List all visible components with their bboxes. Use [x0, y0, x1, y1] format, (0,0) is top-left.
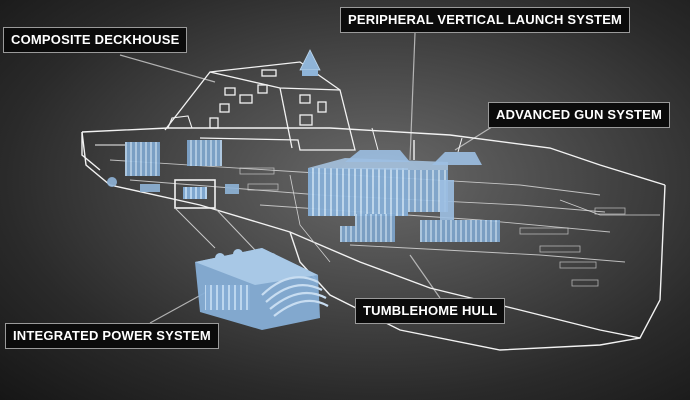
- deckhouse-edge: [209, 71, 341, 91]
- label-composite-deckhouse: COMPOSITE DECKHOUSE: [3, 27, 188, 53]
- deckhouse-window-9: [261, 69, 277, 77]
- vls-forward-top: [308, 158, 448, 170]
- deckhouse-window-1: [224, 87, 236, 96]
- vls-cells: [125, 140, 448, 216]
- deckhouse-shape: [164, 61, 356, 151]
- slab-5: [559, 261, 597, 269]
- aft-superstructure: [95, 115, 193, 146]
- ips-bolt-4: [267, 253, 277, 263]
- slab-7: [594, 207, 626, 215]
- engine-block-2: [420, 220, 500, 242]
- hull-profile: [81, 131, 666, 339]
- integrated-power-module: [195, 248, 329, 330]
- label-tumblehome-hull: TUMBLEHOME HULL: [355, 298, 506, 324]
- vls-aft-port: [125, 142, 160, 176]
- advanced-gun-system: [345, 127, 482, 220]
- leader-lines: [119, 32, 496, 324]
- ips-zoom-line-1: [214, 207, 256, 251]
- engine-block-1: [340, 226, 395, 242]
- hull-machinery: [340, 214, 500, 242]
- label-peripheral-vls: PERIPHERAL VERTICAL LAUNCH SYSTEM: [340, 7, 631, 33]
- deckhouse-window-5: [299, 94, 311, 104]
- hull-bottom: [289, 231, 641, 351]
- deckhouse-window-8: [209, 117, 219, 129]
- ips-zoom-line-2: [174, 207, 216, 249]
- deckhouse-window-7: [299, 114, 313, 126]
- ips-exhaust-fan: [261, 276, 329, 317]
- leader-ags: [454, 124, 496, 151]
- shaft-unit: [140, 184, 160, 192]
- deck-slabs: [239, 167, 626, 287]
- leader-hull: [409, 254, 441, 299]
- deckhouse-window-3: [219, 103, 230, 113]
- motor-unit: [225, 184, 239, 194]
- ips-highlight-box: [174, 179, 216, 209]
- deckhouse: [164, 61, 356, 151]
- ips-side-vents: [205, 285, 250, 310]
- slab-4: [539, 245, 581, 253]
- ags-magazine: [440, 180, 454, 220]
- ags-turret-fwd: [432, 152, 482, 165]
- label-integrated-power-system: INTEGRATED POWER SYSTEM: [5, 323, 219, 349]
- slab-6: [571, 279, 599, 287]
- deckhouse-facet: [279, 87, 293, 149]
- label-advanced-gun-system: ADVANCED GUN SYSTEM: [488, 102, 671, 128]
- vls-forward-bank: [308, 168, 408, 216]
- mast-base: [302, 70, 318, 76]
- mast-cone: [299, 49, 321, 71]
- slab-2: [247, 183, 279, 191]
- deckhouse-window-6: [317, 101, 327, 113]
- ags-turret-aft: [345, 150, 410, 162]
- ips-bolt-1: [215, 253, 225, 263]
- deckhouse-window-2: [239, 94, 253, 104]
- leader-pvls: [409, 32, 416, 161]
- ags-barrel-aft: [371, 127, 379, 151]
- slab-3: [519, 227, 569, 235]
- hangar-outline: [167, 115, 193, 129]
- propeller: [107, 177, 117, 187]
- vls-aft-starboard: [187, 140, 222, 166]
- slab-1: [239, 167, 275, 175]
- ips-bolt-3: [250, 257, 260, 267]
- bow-line: [559, 199, 660, 216]
- engine-block-3: [355, 214, 395, 226]
- ips-small-module: [183, 187, 207, 199]
- leader-deckhouse: [119, 54, 216, 83]
- aft-machinery: [107, 177, 239, 194]
- ags-barrel-fwd: [457, 137, 463, 153]
- transom: [81, 132, 101, 171]
- inner-frame: [289, 174, 331, 263]
- deck-4: [349, 244, 626, 263]
- ips-bolt-2: [233, 249, 243, 259]
- deckhouse-window-4: [257, 84, 268, 94]
